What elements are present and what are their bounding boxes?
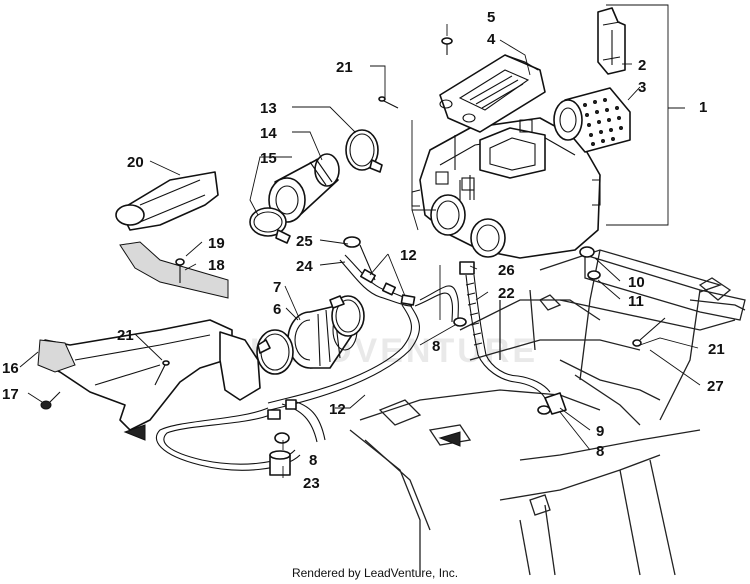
callout-19: 19 [208, 235, 225, 252]
callout-11: 11 [628, 293, 644, 310]
hose-clamp [256, 329, 294, 375]
grommet [579, 246, 601, 280]
callout-22: 22 [498, 285, 515, 302]
callout-2: 2 [638, 57, 646, 74]
callout-8: 8 [309, 452, 317, 469]
rivet [175, 258, 185, 283]
mounting-screw [40, 391, 61, 410]
direction-arrow [123, 424, 146, 441]
pin [632, 317, 666, 347]
callout-18: 18 [208, 257, 225, 274]
callout-1: 1 [699, 99, 707, 116]
callout-23: 23 [303, 475, 320, 492]
hose-clamp-small [274, 236, 361, 444]
footer-credit: Rendered by LeadVenture, Inc. [291, 566, 459, 580]
intake-duct [115, 171, 219, 231]
callout-4: 4 [487, 31, 496, 48]
callout-12: 12 [400, 247, 417, 264]
callout-13: 13 [260, 100, 277, 117]
hose-clamp [249, 207, 291, 244]
frame-assembly [349, 249, 746, 576]
pin [378, 96, 399, 109]
callout-10: 10 [628, 274, 645, 291]
callout-9: 9 [596, 423, 604, 440]
air-filter-element [553, 87, 631, 153]
drain-plug [269, 450, 291, 476]
filter-holder [597, 7, 626, 75]
pin [154, 360, 170, 386]
callout-14: 14 [260, 125, 277, 142]
spiral-hose [459, 261, 551, 399]
callout-16: 16 [2, 360, 19, 377]
callout-5: 5 [487, 9, 495, 26]
callout-26: 26 [498, 262, 515, 279]
air-box-cover [439, 54, 546, 133]
intake-tube [268, 153, 340, 223]
hose-clamp [345, 129, 383, 173]
callout-25: 25 [296, 233, 313, 250]
hose-clamp [329, 295, 365, 337]
callout-8: 8 [432, 338, 440, 355]
callout-3: 3 [638, 79, 646, 96]
screw [441, 37, 453, 55]
air-box-housing [411, 117, 601, 259]
callout-7: 7 [273, 279, 281, 296]
direction-arrow [438, 431, 461, 447]
callout-6: 6 [273, 301, 281, 318]
callout-8: 8 [596, 443, 604, 460]
callout-21: 21 [117, 327, 134, 344]
strap [119, 241, 229, 299]
callout-17: 17 [2, 386, 19, 403]
assembly-bracket [606, 4, 669, 226]
callout-21: 21 [708, 341, 725, 358]
lower-intake-tube [37, 319, 261, 431]
callout-27: 27 [707, 378, 724, 395]
callout-12: 12 [329, 401, 346, 418]
leader-lines [19, 24, 701, 478]
callout-20: 20 [127, 154, 144, 171]
callout-labels: 5 4 21 2 3 1 13 14 15 20 19 18 25 12 24 … [2, 9, 725, 492]
hose-fitting [267, 268, 416, 420]
callout-15: 15 [260, 150, 277, 167]
hose-clamp-small [453, 317, 551, 415]
callout-21: 21 [336, 59, 353, 76]
callout-24: 24 [296, 258, 313, 275]
